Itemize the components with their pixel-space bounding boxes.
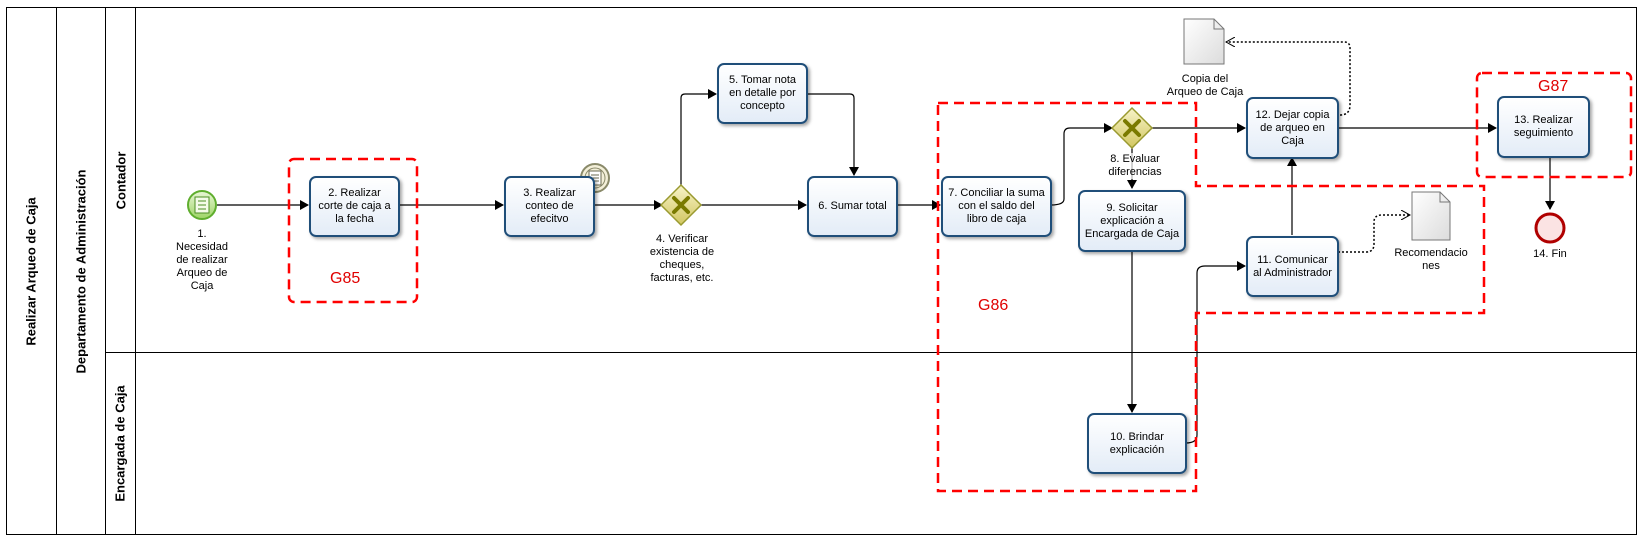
group-g86-label: G86 bbox=[978, 297, 1009, 314]
document-recomendaciones-icon bbox=[1411, 191, 1451, 241]
task-12-dejar-copia[interactable]: 12. Dejar copia de arqueo en Caja bbox=[1246, 97, 1339, 159]
group-g87-label: G87 bbox=[1538, 78, 1569, 95]
gateway-4-label: 4. Verificar existencia de cheques, fact… bbox=[649, 233, 715, 284]
task-7-conciliar[interactable]: 7. Conciliar la suma con el saldo del li… bbox=[941, 176, 1052, 237]
flow-10-11 bbox=[1185, 261, 1246, 444]
flow-5-6 bbox=[807, 93, 859, 176]
start-event-label: 1. Necesidad de realizar Arqueo de Caja bbox=[176, 228, 228, 292]
task-2-realizar-corte[interactable]: 2. Realizar corte de caja a la fecha bbox=[309, 176, 400, 237]
task-5-tomar-nota[interactable]: 5. Tomar nota en detalle por concepto bbox=[717, 63, 808, 124]
associations bbox=[1226, 42, 1410, 253]
gateway-8-label: 8. Evaluar diferencias bbox=[1097, 153, 1173, 179]
document-copia-label: Copia del Arqueo de Caja bbox=[1166, 73, 1244, 98]
group-g85-outline bbox=[287, 157, 419, 304]
pool-frame bbox=[6, 7, 1637, 535]
end-event bbox=[1534, 212, 1566, 244]
document-recomendaciones-label: Recomendacio nes bbox=[1394, 247, 1468, 272]
lane-encargada-label: Encargada de Caja bbox=[113, 385, 129, 502]
lane-contador-label: Contador bbox=[113, 151, 128, 209]
task-3-realizar-conteo[interactable]: 3. Realizar conteo de efecitvo bbox=[504, 176, 595, 237]
group-outlines bbox=[287, 71, 1633, 493]
department-label: Departamento de Administración bbox=[73, 169, 89, 373]
group-g85-label: G85 bbox=[330, 270, 361, 287]
sequence-flows bbox=[217, 89, 1555, 444]
pool-label: Realizar Arqueo de Caja bbox=[24, 196, 40, 346]
group-g87-outline bbox=[1475, 71, 1633, 179]
gateway-8-exclusive bbox=[1110, 106, 1154, 150]
group-g86-outline bbox=[936, 101, 1486, 493]
start-event bbox=[187, 190, 217, 220]
end-event-label: 14. Fin bbox=[1533, 248, 1567, 260]
gateway-4-exclusive bbox=[659, 183, 703, 227]
document-copia-icon bbox=[1183, 18, 1225, 65]
task-6-sumar-total[interactable]: 6. Sumar total bbox=[807, 176, 898, 237]
task-11-comunicar[interactable]: 11. Comunicar al Administrador bbox=[1246, 236, 1339, 297]
task-10-brindar-explicacion[interactable]: 10. Brindar explicación bbox=[1087, 413, 1187, 474]
task-9-solicitar-explicacion[interactable]: 9. Solicitar explicación a Encargada de … bbox=[1078, 190, 1186, 252]
association-12-copia bbox=[1226, 42, 1351, 116]
task-13-realizar-seguimiento[interactable]: 13. Realizar seguimiento bbox=[1497, 96, 1590, 158]
flow-7-8 bbox=[1050, 123, 1113, 206]
flow-4-5 bbox=[680, 89, 717, 188]
